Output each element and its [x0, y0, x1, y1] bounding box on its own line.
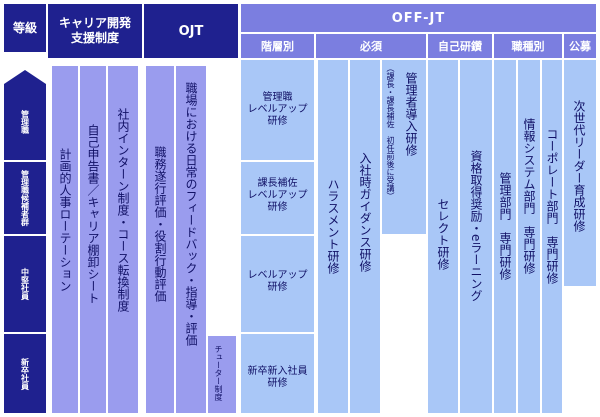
job-column-2: [518, 60, 540, 413]
subheader-job: 職種別: [494, 34, 562, 58]
subheader-self: 自己研鑽: [428, 34, 492, 58]
required-guidance: 入社時ガイダンス研修: [358, 152, 372, 272]
required-column-3: [382, 60, 426, 234]
ojt-column-1: [146, 66, 174, 413]
hierarchy-block-new: [241, 334, 314, 413]
public-leader-training: 次世代リーダー育成研修: [572, 100, 586, 232]
ojt-column-3: [208, 336, 236, 413]
grade-mid-career: 中堅社員: [4, 236, 46, 332]
subheader-public: 公募: [564, 34, 596, 58]
hierarchy-level-training: レベルアップ 研修: [247, 270, 308, 293]
career-column-3: [108, 66, 138, 413]
header-offjt: OFF-JT: [241, 4, 596, 32]
grade-arrow-icon: [4, 70, 46, 84]
grade-divider-1: [241, 160, 314, 161]
header-ojt: OJT: [144, 4, 238, 58]
hierarchy-new-training: 新卒新入社員 研修: [247, 366, 308, 389]
hierarchy-manager-training: 管理職 レベルアップ 研修: [247, 92, 308, 127]
grade-manager: 管理職: [4, 84, 46, 160]
hierarchy-block-manager: [241, 60, 314, 160]
grade-divider-3: [241, 332, 314, 333]
self-column-2: [460, 60, 492, 413]
career-rotation: 計画的人事ローテーション: [58, 148, 72, 292]
hierarchy-assistant-training: 課長補佐 レベルアップ 研修: [247, 178, 308, 213]
grade-new-graduate: 新卒社員: [4, 334, 46, 413]
job-admin-training: 管理部門 専門研修: [498, 172, 512, 280]
ojt-column-2: [176, 66, 206, 413]
required-column-2: [350, 60, 380, 413]
header-grade: 等級: [4, 4, 46, 52]
ojt-feedback: 職場における日常のフィードバック・指導・評価: [184, 82, 198, 346]
career-intern: 社内インターン制度・コース転換制度: [116, 108, 130, 312]
job-column-3: [542, 60, 562, 413]
subheader-hierarchy: 階層別: [241, 34, 314, 58]
job-corporate-training: コーポレート部門 専門研修: [545, 128, 559, 284]
hierarchy-block-assistant: [241, 162, 314, 234]
required-manager-intro-note: （課長・課長補佐 初任前後に受講）: [386, 64, 395, 200]
self-select-training: セレクト研修: [436, 198, 450, 270]
required-manager-intro: 管理者導入研修: [404, 72, 418, 156]
ojt-evaluation: 職務遂行評価・役割行動評価: [153, 146, 167, 302]
public-column: [564, 60, 596, 286]
self-qualification: 資格取得奨励・eラーニング: [469, 150, 483, 302]
required-column-1: [318, 60, 348, 413]
career-self-report: 自己申告書／キャリア棚卸シート: [86, 124, 100, 304]
job-column-1: [494, 60, 516, 413]
career-column-2: [80, 66, 106, 413]
grade-manager-candidate: 管理職候補者群: [4, 162, 46, 234]
header-career: キャリア開発 支援制度: [48, 4, 142, 58]
hierarchy-block-level: [241, 236, 314, 332]
grade-divider-2: [241, 234, 314, 235]
self-column-1: [428, 60, 458, 413]
job-it-training: 情報システム部門 専門研修: [522, 118, 536, 274]
ojt-tutor: チューター制度: [214, 345, 223, 401]
subheader-required: 必須: [316, 34, 426, 58]
required-harassment: ハラスメント研修: [326, 178, 340, 274]
career-column-1: [52, 66, 78, 413]
